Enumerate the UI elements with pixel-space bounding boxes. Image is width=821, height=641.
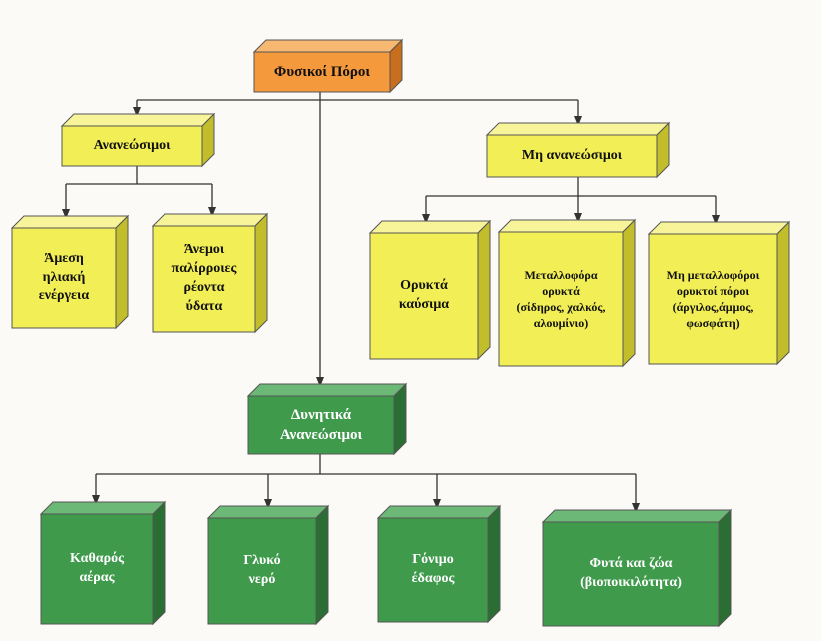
- box-top-metallic: [497, 219, 637, 233]
- node-renewable: Ανανεώσιμοι: [62, 126, 202, 166]
- box-top-fossil: [368, 220, 492, 234]
- node-metallic-line-3: (σίδηρος, χαλκός,: [516, 300, 606, 314]
- box-front-root: [253, 51, 391, 93]
- node-nonmetallic-line-2: ορυκτοί πόροι: [676, 283, 750, 298]
- box-top-soil: [376, 505, 502, 519]
- node-fossil-line-1: Ορυκτά: [400, 278, 448, 294]
- box-side-wind: [254, 212, 268, 334]
- box-side-water: [315, 504, 329, 626]
- box-top-bio: [541, 509, 733, 523]
- node-wind-line-4: ύδατα: [185, 298, 223, 314]
- node-nonmetallic-line-3: (άργιλος,άμμος,: [672, 300, 754, 314]
- box-front-water: [207, 517, 317, 625]
- box-shape-wind: [151, 212, 269, 334]
- node-metallic-minerals: Μεταλλοφόρα ορυκτά (σίδηρος, χαλκός, αλο…: [499, 232, 623, 366]
- box-front-potential: [247, 395, 395, 455]
- box-front-fossil: [369, 232, 479, 360]
- box-shape-solar: [10, 214, 130, 330]
- node-biodiversity: Φυτά και ζώα (βιοποικιλότητα): [543, 522, 719, 626]
- node-fertile-soil: Γόνιμο έδαφος: [378, 518, 488, 622]
- node-fossil-fuels: Ορυκτά καύσιμα: [370, 233, 478, 359]
- box-front-solar: [11, 227, 117, 329]
- box-shape-air: [39, 500, 167, 626]
- box-top-solar: [10, 215, 130, 229]
- box-front-renewable: [61, 125, 203, 167]
- node-metallic-line-1: Μεταλλοφόρα: [524, 267, 598, 282]
- box-shape-soil: [376, 504, 502, 624]
- box-shape-renewable: [60, 112, 216, 168]
- node-air-line-2: αέρας: [79, 570, 115, 585]
- box-front-wind: [152, 225, 256, 333]
- node-renewable-label: Ανανεώσιμοι: [93, 137, 171, 153]
- node-solar-energy: Άμεση ηλιακή ενέργεια: [12, 228, 116, 328]
- node-air-line-1: Καθαρός: [70, 551, 124, 567]
- box-top-wind: [151, 213, 269, 227]
- node-potentially-renewable: Δυνητικά Ανανεώσιμοι: [248, 396, 394, 454]
- box-top-air: [39, 501, 167, 515]
- node-solar-line-3: ενέργεια: [38, 288, 90, 304]
- box-shapes: [10, 38, 791, 628]
- box-front-air: [40, 513, 154, 625]
- box-top-root: [252, 39, 404, 53]
- node-soil-line-2: έδαφος: [411, 571, 455, 586]
- node-nonmetallic-minerals: Μη μεταλλοφόροι ορυκτοί πόροι (άργιλος,ά…: [649, 234, 777, 364]
- box-side-soil: [487, 504, 501, 624]
- node-solar-line-2: ηλιακή: [42, 269, 86, 285]
- node-fresh-water: Γλυκό νερό: [208, 518, 316, 624]
- node-solar-line-1: Άμεση: [44, 250, 84, 266]
- node-bio-line-2: (βιοποικιλότητα): [580, 575, 682, 590]
- node-wind-line-1: Άνεμοι: [183, 242, 225, 258]
- box-front-nonmetallic: [648, 233, 778, 365]
- box-shape-metallic: [497, 218, 637, 368]
- box-top-potential: [246, 383, 408, 397]
- node-wind-line-2: παλίρροιες: [171, 261, 237, 277]
- box-side-air: [152, 500, 166, 626]
- box-front-soil: [377, 517, 489, 623]
- node-water-line-2: νερό: [248, 572, 276, 587]
- box-side-fossil: [477, 219, 491, 361]
- box-front-bio: [542, 521, 720, 627]
- box-shape-root: [252, 38, 404, 94]
- box-top-nonmetallic: [647, 221, 791, 235]
- box-side-nonmetallic: [776, 220, 790, 366]
- node-nonmetallic-line-4: φωσφάτη): [686, 316, 740, 331]
- box-front-metallic: [498, 231, 624, 367]
- box-side-potential: [393, 382, 407, 456]
- box-shape-bio: [541, 508, 733, 628]
- node-nonmetallic-line-1: Μη μεταλλοφόροι: [666, 267, 760, 282]
- node-bio-line-1: Φυτά και ζώα: [589, 556, 673, 572]
- node-metallic-line-4: αλουμίνιο): [533, 316, 589, 331]
- node-fossil-line-2: καύσιμα: [398, 297, 450, 312]
- box-shape-nonmetallic: [647, 220, 791, 366]
- box-shape-water: [206, 504, 330, 626]
- node-natural-resources: Φυσικοί Πόροι: [254, 52, 390, 92]
- box-top-water: [206, 505, 330, 519]
- box-side-metallic: [622, 218, 636, 368]
- node-water-line-1: Γλυκό: [243, 553, 281, 569]
- node-wind-tides-water: Άνεμοι παλίρροιες ρέοντα ύδατα: [153, 226, 255, 332]
- box-front-nonrenewable: [486, 134, 658, 178]
- node-soil-line-1: Γόνιμο: [412, 552, 454, 568]
- node-clean-air: Καθαρός αέρας: [41, 514, 153, 624]
- box-side-bio: [718, 508, 732, 628]
- node-nonrenewable-label: Μη ανανεώσιμοι: [521, 147, 623, 163]
- box-side-solar: [115, 214, 129, 330]
- node-nonrenewable: Μη ανανεώσιμοι: [487, 135, 657, 177]
- node-potential-line-1: Δυνητικά: [290, 406, 352, 423]
- node-wind-line-3: ρέοντα: [183, 280, 225, 295]
- node-potential-line-2: Ανανεώσιμοι: [279, 427, 363, 443]
- connectors: [62, 92, 720, 513]
- box-shape-fossil: [368, 219, 492, 361]
- box-shape-nonrenewable: [485, 121, 671, 179]
- node-metallic-line-2: ορυκτά: [542, 283, 580, 298]
- box-top-renewable: [60, 113, 216, 127]
- box-shape-potential: [246, 382, 408, 456]
- node-natural-resources-label: Φυσικοί Πόροι: [273, 63, 371, 80]
- box-top-nonrenewable: [485, 122, 671, 136]
